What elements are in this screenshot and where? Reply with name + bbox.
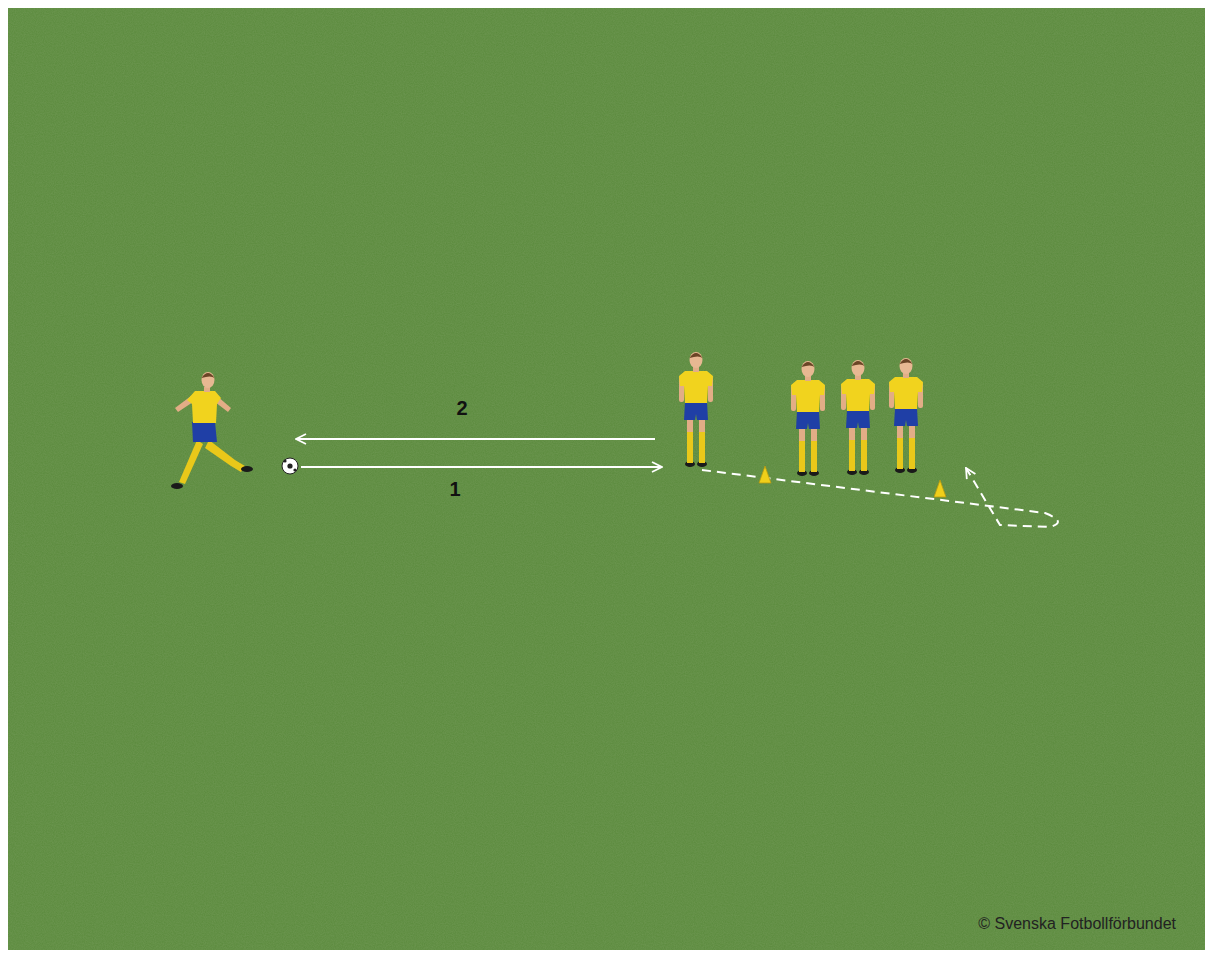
cone	[934, 480, 946, 497]
pass-arrow	[296, 438, 655, 440]
copyright-watermark: © Svenska Fotbollförbundet	[978, 915, 1176, 933]
player	[679, 352, 713, 467]
grass-texture	[8, 8, 1205, 950]
ball	[282, 458, 298, 474]
player	[791, 361, 825, 476]
callout-number: 1	[449, 478, 460, 501]
pass-arrow	[301, 466, 662, 468]
callout-number: 2	[456, 397, 467, 420]
player	[841, 360, 875, 475]
cone	[759, 466, 771, 483]
kicking-player	[171, 372, 253, 489]
run-path	[702, 468, 1058, 527]
player	[889, 358, 923, 473]
grass-field	[8, 8, 1205, 950]
